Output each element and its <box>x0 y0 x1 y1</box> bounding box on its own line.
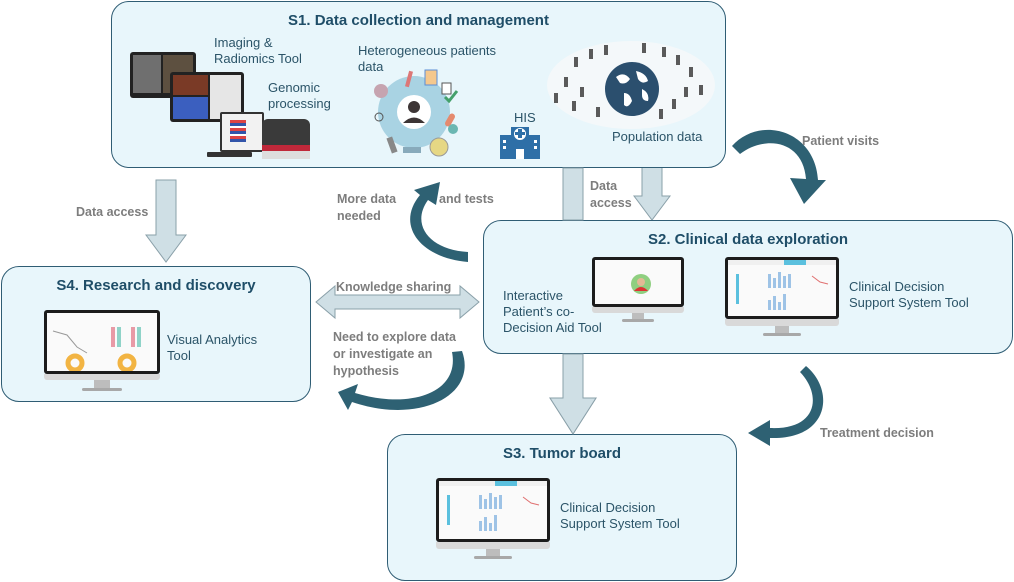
visual-analytics-label: Visual Analytics Tool <box>167 332 257 364</box>
patient-decision-aid-label: Interactive Patient’s co- Decision Aid T… <box>503 288 602 336</box>
section-s3-tumor-board: S3. Tumor board Clinica <box>387 434 737 581</box>
explore-line: Need to explore data <box>333 330 456 344</box>
more-data-line: More data <box>337 192 397 206</box>
patient-decision-aid-monitor-icon <box>592 257 684 323</box>
section-title: S3. Tumor board <box>502 445 622 462</box>
genomic-label: Genomic processing <box>268 80 331 112</box>
flow-label-treatment-decision: Treatment decision <box>820 426 934 440</box>
section-title: S1. Data collection and management <box>288 12 549 29</box>
pda-label-line: Interactive <box>503 288 563 303</box>
flow-label-and-tests: and tests <box>439 192 494 206</box>
pda-label-line: Patient’s co- <box>503 304 575 319</box>
flow-label-patient-visits: Patient visits <box>802 134 880 148</box>
hospital-icon <box>500 127 540 159</box>
heterogeneous-data-label: Heterogeneous patients data <box>358 43 496 75</box>
section-title: S4. Research and discovery <box>56 277 256 294</box>
va-label-line: Tool <box>167 348 191 363</box>
cdss-monitor-icon <box>725 257 839 337</box>
cdss-label: Clinical Decision Support System Tool <box>560 500 680 532</box>
section-title: S2. Clinical data exploration <box>647 231 849 248</box>
arrow-s1-to-s4 <box>145 179 187 263</box>
imaging-monitor-2-icon <box>170 72 244 122</box>
imaging-label: Imaging & Radiomics Tool <box>214 35 302 67</box>
flow-label-knowledge-sharing: Knowledge sharing <box>336 280 452 294</box>
flow-label-explore-data: Need to explore data or investigate an h… <box>333 329 456 380</box>
hetero-label-line: data <box>358 59 384 74</box>
cdss-monitor-icon <box>436 478 550 560</box>
arrow-knowledge-sharing <box>315 284 480 320</box>
genomic-monitor-icon <box>220 112 264 152</box>
section-s1-data-collection: S1. Data collection and management Imagi… <box>111 1 726 168</box>
arrow-s1-to-s2 <box>633 164 671 221</box>
explore-line: hypothesis <box>333 364 399 378</box>
explore-line: or investigate an <box>333 347 433 361</box>
more-data-line: needed <box>337 209 381 223</box>
pda-label-line: Decision Aid Tool <box>503 320 602 335</box>
his-label: HIS <box>514 110 536 125</box>
flow-label-data-access-s2: Data access <box>590 178 632 212</box>
va-label-line: Visual Analytics <box>167 332 258 347</box>
data-access-line: Data <box>590 179 618 193</box>
cdss-label-line: Support System Tool <box>560 516 680 531</box>
flow-label-data-access-s4: Data access <box>76 205 149 219</box>
cdss-label: Clinical Decision Support System Tool <box>849 279 969 311</box>
population-data-label: Population data <box>612 129 703 144</box>
patient-data-cluster-icon <box>374 69 459 157</box>
sequencer-icon <box>262 119 310 159</box>
data-access-line: access <box>590 196 632 210</box>
imaging-label-line: Imaging & <box>214 35 273 50</box>
keyboard-icon <box>207 152 252 157</box>
visual-analytics-monitor-icon <box>44 310 160 392</box>
hetero-label-line: Heterogeneous patients <box>358 43 497 58</box>
section-s2-clinical-exploration: S2. Clinical data exploration Interactiv… <box>483 220 1013 354</box>
genomic-label-line: Genomic <box>268 80 321 95</box>
genomic-label-line: processing <box>268 96 331 111</box>
cdss-label-line: Clinical Decision <box>849 279 945 294</box>
flow-label-more-data-needed: More data needed <box>337 191 396 225</box>
cdss-label-line: Support System Tool <box>849 295 969 310</box>
population-globe-icon <box>547 41 715 129</box>
section-s4-research: S4. Research and discovery Visual Analyt… <box>1 266 311 402</box>
cdss-label-line: Clinical Decision <box>560 500 656 515</box>
imaging-label-line: Radiomics Tool <box>214 51 302 66</box>
